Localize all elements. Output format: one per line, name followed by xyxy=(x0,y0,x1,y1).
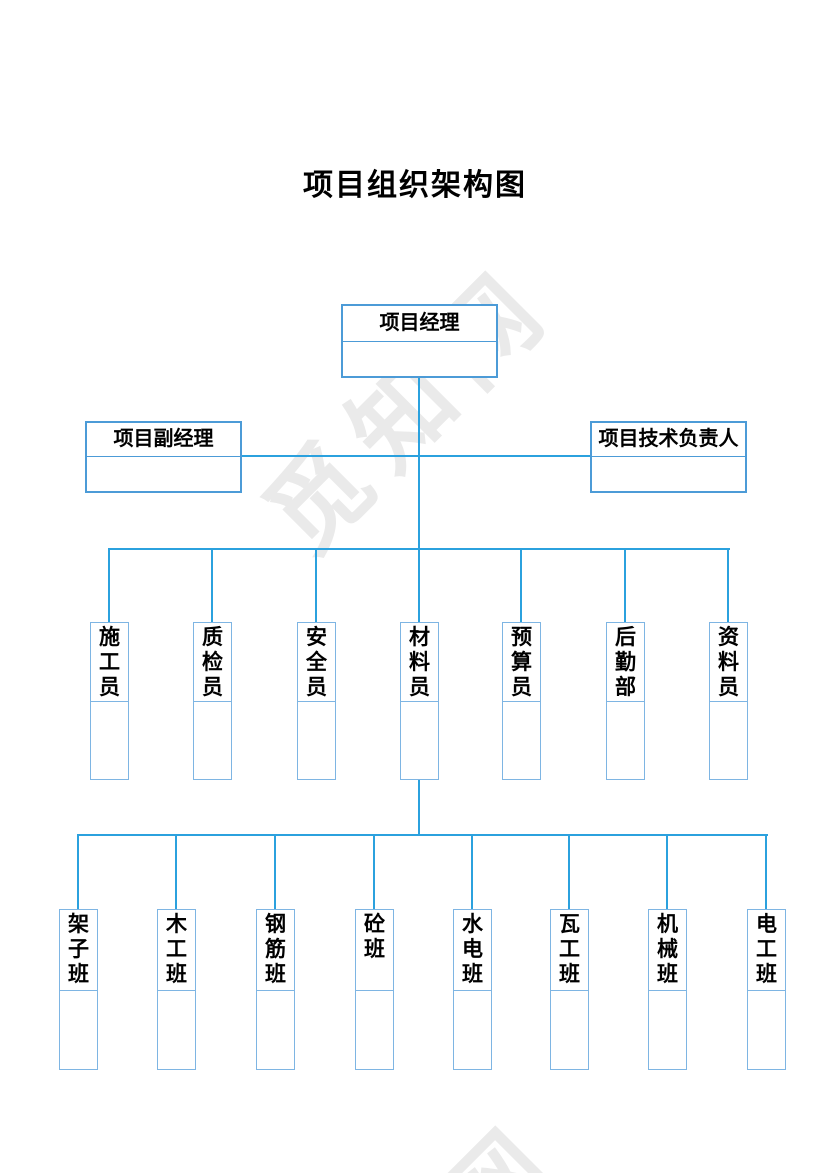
org-box-technical-director: 项目技术负责人 xyxy=(590,421,747,493)
watermark-bottom-partial-icon: 觅知网 xyxy=(233,1078,608,1173)
page-title: 项目组织架构图 xyxy=(303,169,527,202)
org-box-title-cell: 木工班 xyxy=(158,910,195,991)
connector-line xyxy=(418,549,420,623)
org-box-concrete-crew: 砼 班 xyxy=(355,909,406,1070)
org-box-label: 预算员 xyxy=(511,626,532,699)
connector-line xyxy=(77,835,79,910)
connector-line xyxy=(315,549,317,623)
org-box-title-cell: 材料员 xyxy=(401,623,438,702)
org-box-title-cell: 钢筋班 xyxy=(257,910,294,991)
org-box-label: 木工班 xyxy=(166,913,187,986)
org-box-title-cell: 水电班 xyxy=(454,910,491,991)
org-box-label: 钢筋班 xyxy=(265,913,286,986)
org-box-label: 项目技术负责人 xyxy=(598,428,739,450)
connector-line xyxy=(242,455,590,457)
org-box-label: 材料员 xyxy=(409,626,430,699)
org-box-title-cell: 项目技术负责人 xyxy=(592,423,745,457)
org-box-label: 砼 班 xyxy=(364,913,406,961)
connector-line xyxy=(274,835,276,910)
org-box-label: 质检员 xyxy=(202,626,223,699)
org-box-deputy-project-manager: 项目副经理 xyxy=(85,421,242,493)
org-box-budget-clerk: 预算员 xyxy=(502,622,541,780)
org-box-label: 后勤部 xyxy=(615,626,636,699)
org-box-logistics-dept: 后勤部 xyxy=(606,622,645,780)
org-box-title-cell: 安全员 xyxy=(298,623,335,702)
org-box-title-cell: 后勤部 xyxy=(607,623,644,702)
org-box-label: 安全员 xyxy=(306,626,327,699)
org-box-title-cell: 项目副经理 xyxy=(87,423,240,457)
org-box-rebar-crew: 钢筋班 xyxy=(256,909,295,1070)
connector-line xyxy=(471,835,473,910)
org-box-title-cell: 瓦工班 xyxy=(551,910,588,991)
org-box-label: 瓦工班 xyxy=(559,913,580,986)
org-box-scaffolding-crew: 架子班 xyxy=(59,909,98,1070)
connector-line xyxy=(418,378,420,551)
org-box-machinery-crew: 机械班 xyxy=(648,909,687,1070)
connector-line xyxy=(418,779,420,836)
org-box-project-manager: 项目经理 xyxy=(341,304,498,378)
org-box-plumbing-electric-crew: 水电班 xyxy=(453,909,492,1070)
connector-line xyxy=(624,549,626,623)
org-box-label: 架子班 xyxy=(68,913,89,986)
org-box-label: 资料员 xyxy=(718,626,739,699)
org-box-material-clerk: 材料员 xyxy=(400,622,439,780)
org-box-title-cell: 架子班 xyxy=(60,910,97,991)
org-box-document-clerk: 资料员 xyxy=(709,622,748,780)
org-box-title-cell: 质检员 xyxy=(194,623,231,702)
connector-line xyxy=(175,835,177,910)
org-box-title-cell: 资料员 xyxy=(710,623,747,702)
org-box-label: 电工班 xyxy=(756,913,777,986)
org-box-title-cell: 机械班 xyxy=(649,910,686,991)
org-box-masonry-crew: 瓦工班 xyxy=(550,909,589,1070)
connector-line xyxy=(77,834,768,836)
connector-line xyxy=(520,549,522,623)
connector-line xyxy=(568,835,570,910)
org-box-label: 项目副经理 xyxy=(113,428,214,450)
org-box-title-cell: 预算员 xyxy=(503,623,540,702)
connector-line xyxy=(373,835,375,910)
connector-line xyxy=(211,549,213,623)
connector-line xyxy=(666,835,668,910)
org-box-label: 水电班 xyxy=(462,913,483,986)
watermark-center-icon: 觅知网 xyxy=(245,245,575,575)
connector-line xyxy=(108,549,110,623)
org-box-construction-worker: 施工员 xyxy=(90,622,129,780)
org-box-title-cell: 施工员 xyxy=(91,623,128,702)
org-box-title-cell: 砼 班 xyxy=(356,910,406,991)
org-box-title-cell: 项目经理 xyxy=(343,306,496,342)
org-box-title-cell: 电工班 xyxy=(748,910,785,991)
org-box-electrician-crew: 电工班 xyxy=(747,909,786,1070)
connector-line xyxy=(765,835,767,910)
org-box-label: 项目经理 xyxy=(379,312,460,334)
org-box-carpentry-crew: 木工班 xyxy=(157,909,196,1070)
org-box-safety-officer: 安全员 xyxy=(297,622,336,780)
org-box-quality-inspector: 质检员 xyxy=(193,622,232,780)
org-box-label: 施工员 xyxy=(99,626,120,699)
connector-line xyxy=(727,549,729,623)
org-box-label: 机械班 xyxy=(657,913,678,986)
